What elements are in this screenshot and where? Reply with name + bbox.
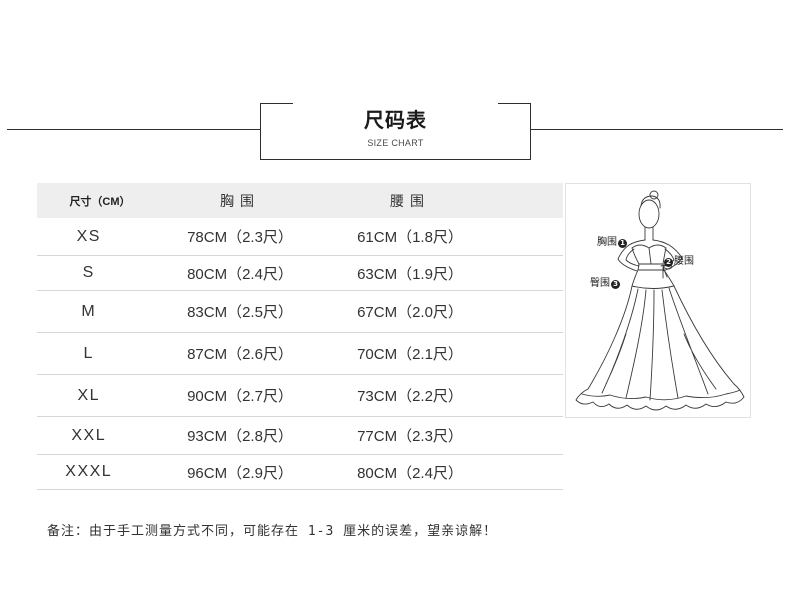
neck-outline <box>644 226 654 241</box>
table-row: S 80CM（2.4尺） 63CM（1.9尺） <box>37 256 563 291</box>
column-header-waist: 腰围 <box>390 192 430 209</box>
hip-label-text: 臀围 <box>590 278 610 289</box>
bust-cell: 80CM（2.4尺） <box>187 265 293 283</box>
size-cell: XXXL <box>65 463 113 480</box>
page-subtitle: SIZE CHART <box>367 138 424 148</box>
waist-cell: 73CM（2.2尺） <box>357 388 463 405</box>
waist-cell: 63CM（1.9尺） <box>357 265 463 283</box>
bust-cell: 78CM（2.3尺） <box>187 229 293 246</box>
waist-marker-badge: 2 <box>664 257 673 267</box>
waist-measure-label: 2 腰围 <box>664 256 694 268</box>
size-cell: XL <box>77 386 101 404</box>
header-rule-right <box>531 129 783 130</box>
size-table: 尺寸（CM） 胸围 腰围 XS 78CM（2.3尺） 61CM（1.8尺） S … <box>37 183 563 490</box>
table-header-row: 尺寸（CM） 胸围 腰围 <box>37 183 563 218</box>
dress-illustration: 胸围 1 2 腰围 臀围 3 <box>565 183 751 418</box>
mannequin-head <box>638 190 661 229</box>
column-header-size: 尺寸（CM） <box>69 195 131 208</box>
bust-marker-badge: 1 <box>618 238 627 248</box>
waist-cell: 67CM（2.0尺） <box>357 304 463 321</box>
table-row: XXL 93CM（2.8尺） 77CM（2.3尺） <box>37 417 563 455</box>
bust-cell: 87CM（2.6尺） <box>187 346 293 363</box>
table-row: M 83CM（2.5尺） 67CM（2.0尺） <box>37 291 563 333</box>
size-cell: XS <box>76 227 101 245</box>
hip-outline <box>631 269 675 289</box>
bust-cell: 96CM（2.9尺） <box>187 464 293 482</box>
hip-measure-label: 臀围 3 <box>590 278 620 290</box>
size-cell: M <box>81 302 97 320</box>
size-cell: S <box>82 264 95 281</box>
waist-cell: 70CM（2.1尺） <box>357 346 463 363</box>
footnote: 备注：由于手工测量方式不同，可能存在 1-3 厘米的误差，望亲谅解！ <box>47 524 498 539</box>
title-frame-top-right <box>498 103 531 104</box>
bodice-outline <box>631 244 667 265</box>
bust-cell: 83CM（2.5尺） <box>187 304 293 321</box>
size-cell: XXL <box>71 426 107 444</box>
title-frame: 尺码表 SIZE CHART <box>260 103 531 160</box>
page-title: 尺码表 <box>364 108 427 132</box>
dress-drawing <box>575 190 745 411</box>
bust-cell: 93CM（2.8尺） <box>187 428 293 445</box>
table-row: XS 78CM（2.3尺） 61CM（1.8尺） <box>37 218 563 256</box>
skirt-outline <box>587 285 735 390</box>
arm-left <box>617 239 646 272</box>
waist-cell: 61CM（1.8尺） <box>357 229 463 246</box>
skirt-hem-ruffle <box>575 383 745 411</box>
table-row: XL 90CM（2.7尺） 73CM（2.2尺） <box>37 375 563 417</box>
bust-cell: 90CM（2.7尺） <box>187 388 293 405</box>
bust-label-text: 胸围 <box>597 237 617 248</box>
hip-marker-badge: 3 <box>611 279 620 289</box>
header-rule-left <box>7 129 260 130</box>
table-row: L 87CM（2.6尺） 70CM（2.1尺） <box>37 333 563 375</box>
column-header-bust: 胸围 <box>220 192 260 209</box>
waist-label-text: 腰围 <box>674 256 694 267</box>
bust-measure-label: 胸围 1 <box>597 237 627 249</box>
size-cell: L <box>83 344 94 362</box>
waist-cell: 80CM（2.4尺） <box>357 464 463 482</box>
title-frame-top-left <box>260 103 293 104</box>
skirt-folds <box>601 287 717 401</box>
waist-cell: 77CM（2.3尺） <box>357 428 463 445</box>
table-row: XXXL 96CM（2.9尺） 80CM（2.4尺） <box>37 455 563 490</box>
